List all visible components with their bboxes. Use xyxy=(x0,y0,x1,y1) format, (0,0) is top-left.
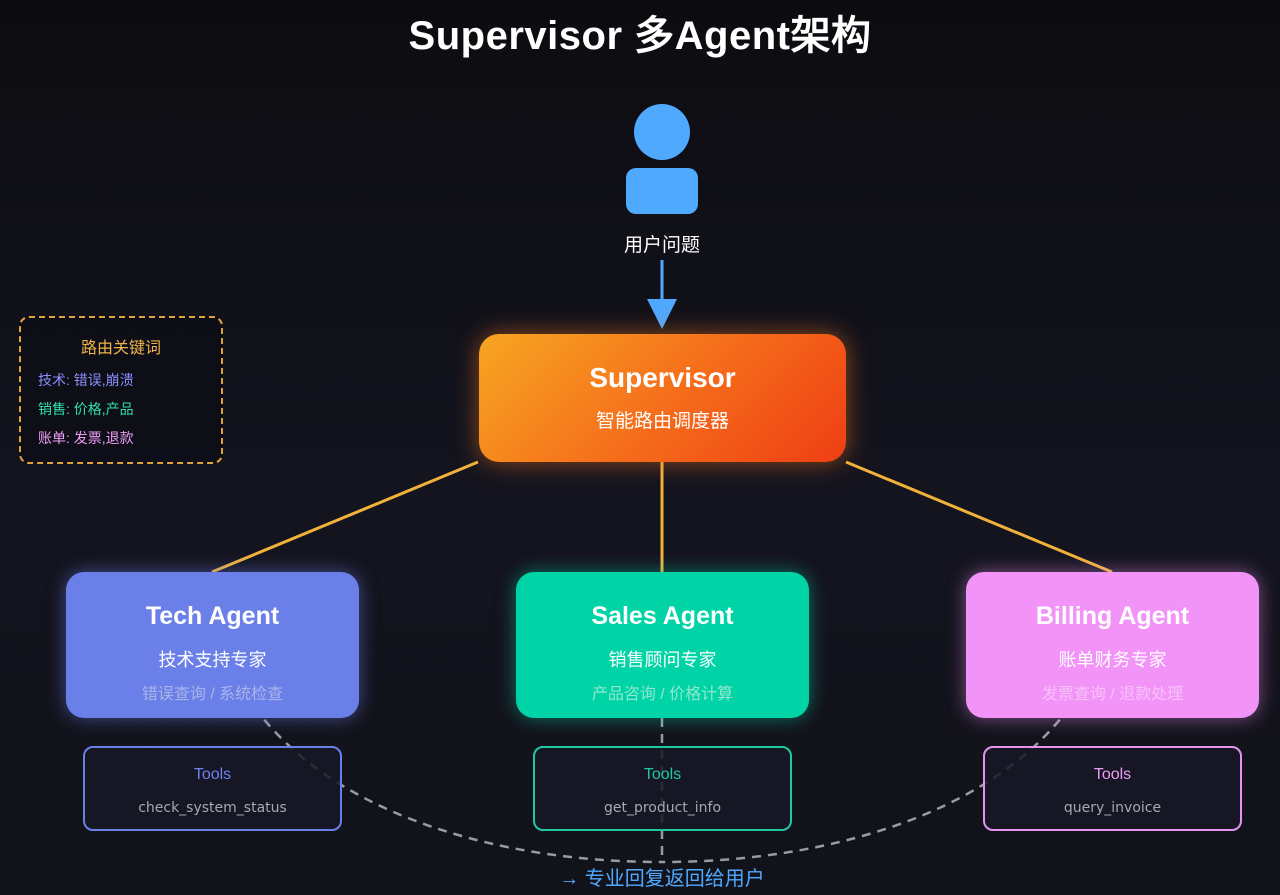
tech-agent-desc: 错误查询 / 系统检查 xyxy=(141,686,284,703)
tech-tool-name: check_system_status xyxy=(138,800,287,816)
tech-agent-name: Tech Agent xyxy=(145,602,280,630)
supervisor-name: Supervisor xyxy=(589,362,736,393)
sales-agent-desc: 产品咨询 / 价格计算 xyxy=(591,686,734,703)
sales-agent-node: Sales Agent 销售顾问专家 产品咨询 / 价格计算 xyxy=(516,572,809,718)
sales-agent-name: Sales Agent xyxy=(591,602,734,630)
supervisor-to-billing-line xyxy=(845,460,1113,574)
legend-row-billing: 账单: 发票,退款 xyxy=(38,430,134,446)
supervisor-node: Supervisor 智能路由调度器 xyxy=(479,334,846,462)
user-question-label: 用户问题 xyxy=(623,235,700,256)
tech-agent-node: Tech Agent 技术支持专家 错误查询 / 系统检查 xyxy=(66,572,359,718)
billing-agent-name: Billing Agent xyxy=(1035,602,1190,630)
billing-agent-desc: 发票查询 / 退款处理 xyxy=(1041,686,1184,703)
routing-keywords-legend: 路由关键词 技术: 错误,崩溃 销售: 价格,产品 账单: 发票,退款 xyxy=(19,316,223,464)
legend-row-tech: 技术: 错误,崩溃 xyxy=(38,372,134,388)
billing-tool-name: query_invoice xyxy=(1063,800,1162,816)
sales-tools-box: Tools get_product_info xyxy=(533,746,792,831)
tech-agent-role: 技术支持专家 xyxy=(158,650,267,670)
supervisor-subtitle: 智能路由调度器 xyxy=(595,411,729,432)
legend-title: 路由关键词 xyxy=(80,340,161,357)
legend-row-sales: 销售: 价格,产品 xyxy=(38,401,134,417)
tech-tools-title: Tools xyxy=(193,766,232,783)
billing-tools-box: Tools query_invoice xyxy=(983,746,1242,831)
diagram-title: Supervisor 多Agent架构 xyxy=(408,14,872,58)
sales-agent-role: 销售顾问专家 xyxy=(608,650,717,670)
user-icon xyxy=(624,104,700,216)
sales-tools-title: Tools xyxy=(643,766,682,783)
return-to-user-label: → 专业回复返回给用户 xyxy=(559,868,765,890)
billing-tools-title: Tools xyxy=(1093,766,1132,783)
user-icon-head xyxy=(634,104,690,160)
supervisor-to-tech-line xyxy=(211,460,479,574)
billing-agent-node: Billing Agent 账单财务专家 发票查询 / 退款处理 xyxy=(966,572,1259,718)
sales-tool-name: get_product_info xyxy=(603,800,722,816)
tech-tools-box: Tools check_system_status xyxy=(83,746,342,831)
user-icon-body xyxy=(626,168,698,214)
billing-agent-role: 账单财务专家 xyxy=(1058,650,1167,670)
